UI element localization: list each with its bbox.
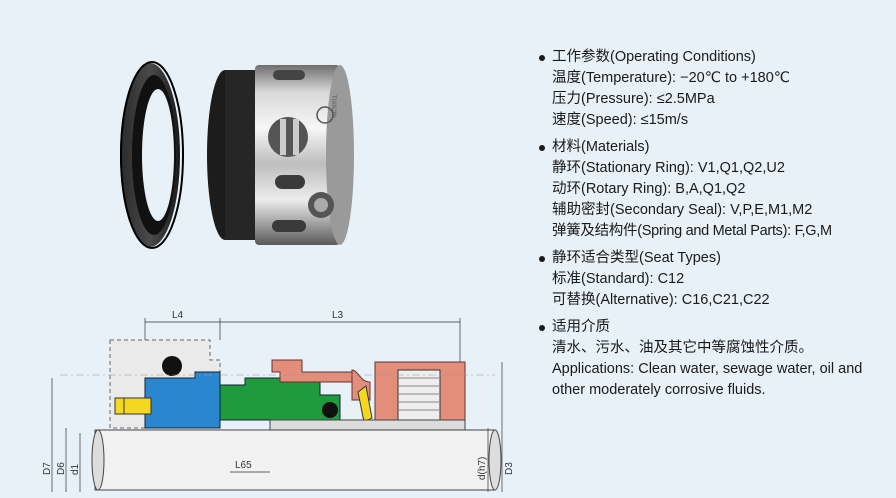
rotary-ring [219, 377, 341, 421]
section-heading: 静环适合类型(Seat Types) [552, 250, 721, 266]
retainer [271, 359, 353, 383]
dimension-label-d1: d1 [70, 463, 81, 475]
rotary-unit-photo: TIANJIN [207, 65, 354, 245]
materials-section: 材料(Materials) 静环(Stationary Ring): V1,Q1… [537, 137, 892, 242]
spec-line: 静环(Stationary Ring): V1,Q1,Q2,U2 [552, 160, 785, 176]
seat-types-section: 静环适合类型(Seat Types) 标准(Standard): C12 可替换… [537, 248, 892, 311]
applications-section: 适用介质 清水、污水、油及其它中等腐蚀性介质。 Applications: Cl… [537, 317, 892, 401]
spec-line: Applications: Clean water, sewage water,… [552, 361, 863, 398]
dimension-label-l65: L65 [235, 460, 252, 471]
anti-rotation-pin [114, 397, 152, 415]
dimension-label-l4: L4 [172, 310, 184, 321]
product-photo: TIANJIN [120, 61, 354, 249]
spec-line: 温度(Temperature): −20℃ to +180℃ [552, 70, 791, 86]
stationary-seat [144, 371, 221, 429]
section-heading: 材料(Materials) [552, 139, 650, 155]
spring [357, 385, 373, 423]
photo-logo-text: TIANJIN [330, 95, 336, 118]
seat-o-ring [162, 356, 182, 376]
dimension-label-d3: D3 [504, 462, 515, 475]
spec-line: 标准(Standard): C12 [552, 271, 685, 287]
spec-line: 可替换(Alternative): C16,C21,C22 [552, 292, 770, 308]
bullet-icon [539, 255, 545, 262]
operating-conditions-section: 工作参数(Operating Conditions) 温度(Temperatur… [537, 47, 892, 131]
dimension-label-d7: D7 [42, 462, 53, 475]
spec-line: 弹簧及结构件(Spring and Metal Parts): F,G,M [552, 223, 832, 239]
stationary-ring-photo [120, 61, 184, 249]
spec-line: 清水、污水、油及其它中等腐蚀性介质。 [552, 340, 813, 356]
dimension-label-d6: D6 [56, 462, 67, 475]
spec-line: 压力(Pressure): ≤2.5MPa [552, 91, 715, 107]
shaft [94, 429, 496, 491]
bullet-icon [539, 144, 545, 151]
rotary-o-ring [322, 402, 338, 418]
bullet-icon [539, 54, 545, 61]
spec-line: 速度(Speed): ≤15m/s [552, 112, 689, 128]
spec-line: 辅助密封(Secondary Seal): V,P,E,M1,M2 [552, 202, 813, 218]
section-drawing: L4 L3 L65 D7 D6 d1 d(h7) D3 [42, 310, 515, 492]
section-heading: 工作参数(Operating Conditions) [552, 49, 756, 65]
dimension-label-dh7: d(h7) [477, 457, 488, 480]
bullet-icon [539, 324, 545, 331]
spec-list: 工作参数(Operating Conditions) 温度(Temperatur… [537, 47, 892, 407]
section-heading: 适用介质 [552, 319, 610, 335]
dimension-label-l3: L3 [332, 310, 344, 321]
spec-line: 动环(Rotary Ring): B,A,Q1,Q2 [552, 181, 746, 197]
